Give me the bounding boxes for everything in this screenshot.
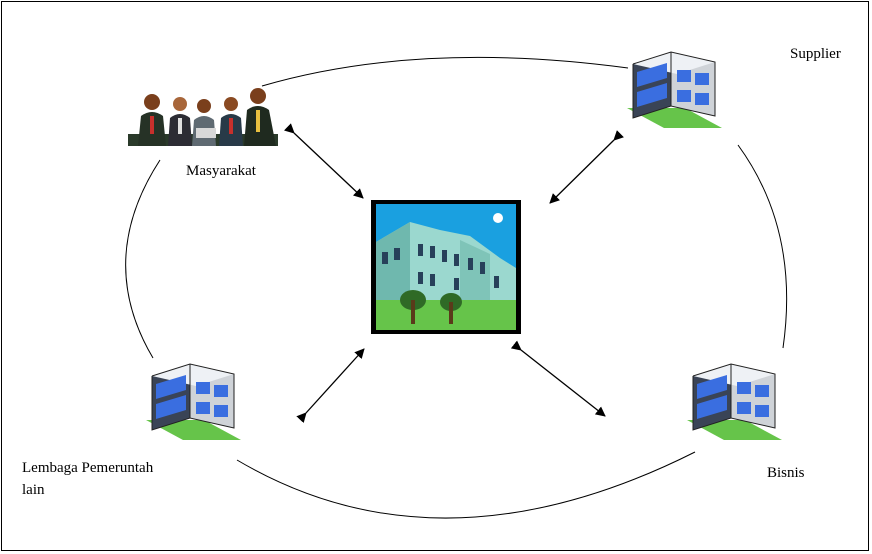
lembaga-building-icon — [145, 363, 242, 441]
arrow-lembaga-center — [296, 348, 365, 424]
arrow-supplier-center — [549, 130, 624, 204]
ring-arc-bottom — [236, 451, 696, 519]
bisnis-building-icon — [686, 363, 783, 441]
arrow-masyarakat-center — [284, 123, 364, 199]
people-group-icon — [128, 88, 278, 146]
bisnis-label: Bisnis — [767, 465, 805, 481]
masyarakat-label: Masyarakat — [186, 163, 256, 179]
supplier-label: Supplier — [790, 46, 841, 62]
supplier-building-icon — [626, 51, 723, 129]
arrow-bisnis-center — [510, 340, 606, 417]
ring-arc-left — [125, 159, 161, 359]
ring-arc-right — [737, 144, 788, 349]
government-building-picture-icon — [371, 200, 521, 334]
ring-arc-top — [261, 56, 629, 87]
lembaga-label: Lembaga Pemeruntah lain — [22, 460, 154, 498]
